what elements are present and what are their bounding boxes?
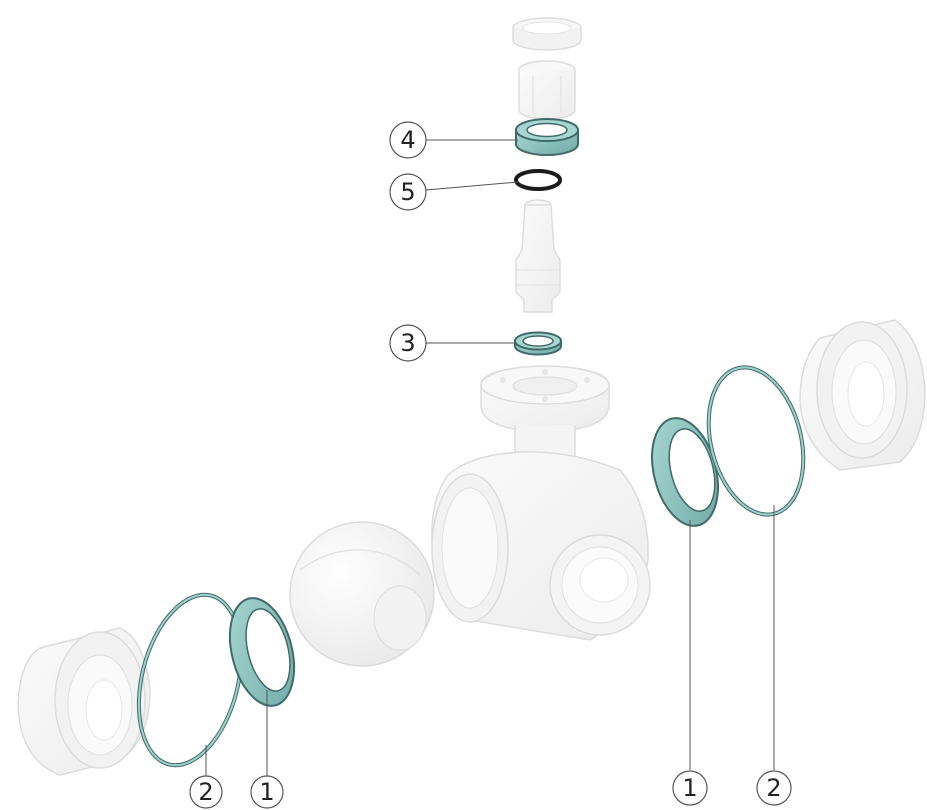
right-seat-ring-1 [651, 417, 719, 527]
callout-bottom-left-2: 2 [189, 775, 223, 809]
top-ring-part [512, 17, 582, 51]
callout-label-bl1: 1 [259, 778, 274, 806]
callout-4: 4 [389, 121, 427, 159]
stem-seal-ring-4 [515, 118, 579, 156]
leader-line-5 [425, 181, 519, 191]
stem-nut-part [518, 60, 576, 120]
callout-circle [389, 173, 427, 211]
callout-circle [250, 775, 284, 809]
leader-lines [205, 139, 775, 777]
callout-label-bl2: 2 [198, 778, 213, 806]
callout-circle [756, 770, 792, 806]
left-body-o-ring-2 [136, 592, 244, 768]
stem-o-ring-5 [514, 169, 562, 191]
callout-circle [389, 121, 427, 159]
callout-bottom-right-2: 2 [756, 770, 792, 806]
valve-body-part [431, 365, 651, 641]
valve-stem-part [515, 199, 561, 313]
callout-bottom-left-1: 1 [250, 775, 284, 809]
callout-circle [389, 324, 427, 362]
callout-3: 3 [389, 324, 427, 362]
callout-circle [672, 770, 708, 806]
right-end-connector-part [799, 319, 926, 471]
left-end-connector-part [17, 627, 151, 776]
callout-bottom-right-1: 1 [672, 770, 708, 806]
callout-circle [189, 775, 223, 809]
callout-label-5: 5 [400, 178, 415, 206]
valve-ball-part [289, 521, 435, 667]
callout-label-br2: 2 [766, 774, 781, 802]
stem-seal-ring-3 [514, 331, 562, 356]
callout-label-3: 3 [400, 329, 415, 357]
callout-label-br1: 1 [682, 774, 697, 802]
left-seat-ring-1 [228, 597, 296, 707]
callout-5: 5 [389, 173, 427, 211]
callout-label-4: 4 [400, 126, 415, 154]
